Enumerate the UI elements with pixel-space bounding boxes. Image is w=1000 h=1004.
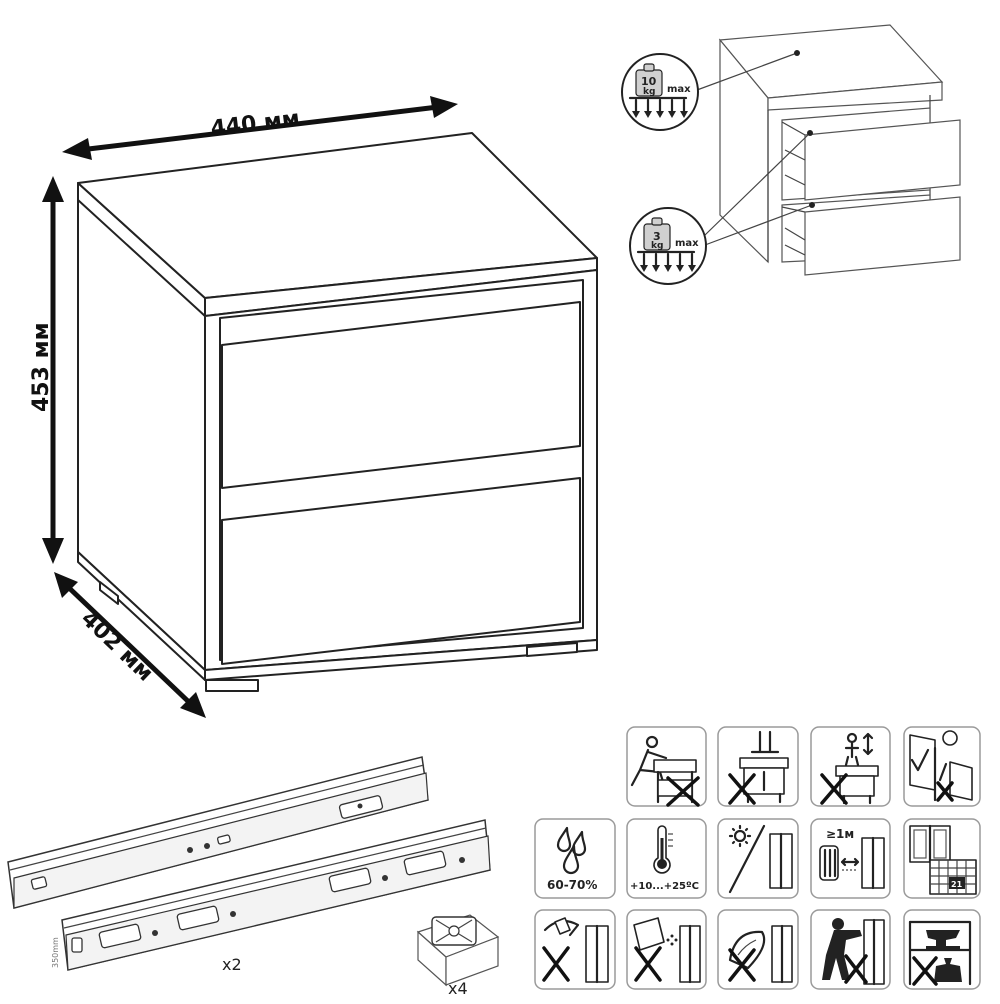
rail-length-label: 350mm (51, 937, 60, 968)
top-load-unit: kg (643, 87, 655, 97)
no-heavy-objects-icon (903, 909, 981, 990)
no-pushing-icon (810, 909, 891, 990)
width-dimension: 440 мм (209, 106, 301, 142)
calendar-day: 21 (951, 880, 963, 889)
no-standing-icon (810, 726, 891, 807)
temperature-icon (626, 818, 707, 899)
avoid-sunlight-icon (717, 818, 799, 899)
no-abrasive-cloth-icon (717, 909, 799, 990)
top-load-max: max (667, 84, 691, 95)
no-spray-cleaner-icon (626, 909, 707, 990)
no-solvent-cleaning-icon (534, 909, 616, 990)
drawer-load-max: max (675, 238, 699, 249)
no-hanging-icon (717, 726, 799, 807)
heat-distance-value: ≥1м (826, 827, 854, 841)
load-cabinet-drawing (696, 24, 961, 276)
humidity-icon (534, 818, 616, 899)
drawer-load-value: 3 (653, 230, 661, 243)
rails-quantity: x2 (222, 955, 242, 974)
dimension-arrows (42, 96, 458, 718)
drawer-load-unit: kg (651, 241, 663, 251)
no-sitting-icon (626, 726, 707, 807)
wall-anchor-icon (903, 726, 981, 807)
annual-inspection-icon (903, 818, 981, 899)
drawer-slide-rails (7, 756, 491, 971)
height-dimension: 453 мм (29, 322, 54, 412)
heat-distance-icon (810, 818, 891, 899)
feet-quantity: x4 (448, 979, 468, 998)
drawer-load-limit-badge (629, 207, 707, 285)
top-load-limit-badge (621, 53, 699, 131)
temperature-range: +10...+25ºC (630, 881, 699, 892)
nightstand-drawing (77, 132, 598, 692)
top-load-value: 10 (641, 75, 657, 88)
humidity-range: 60-70% (547, 878, 597, 892)
foot-pad-part (416, 914, 500, 987)
